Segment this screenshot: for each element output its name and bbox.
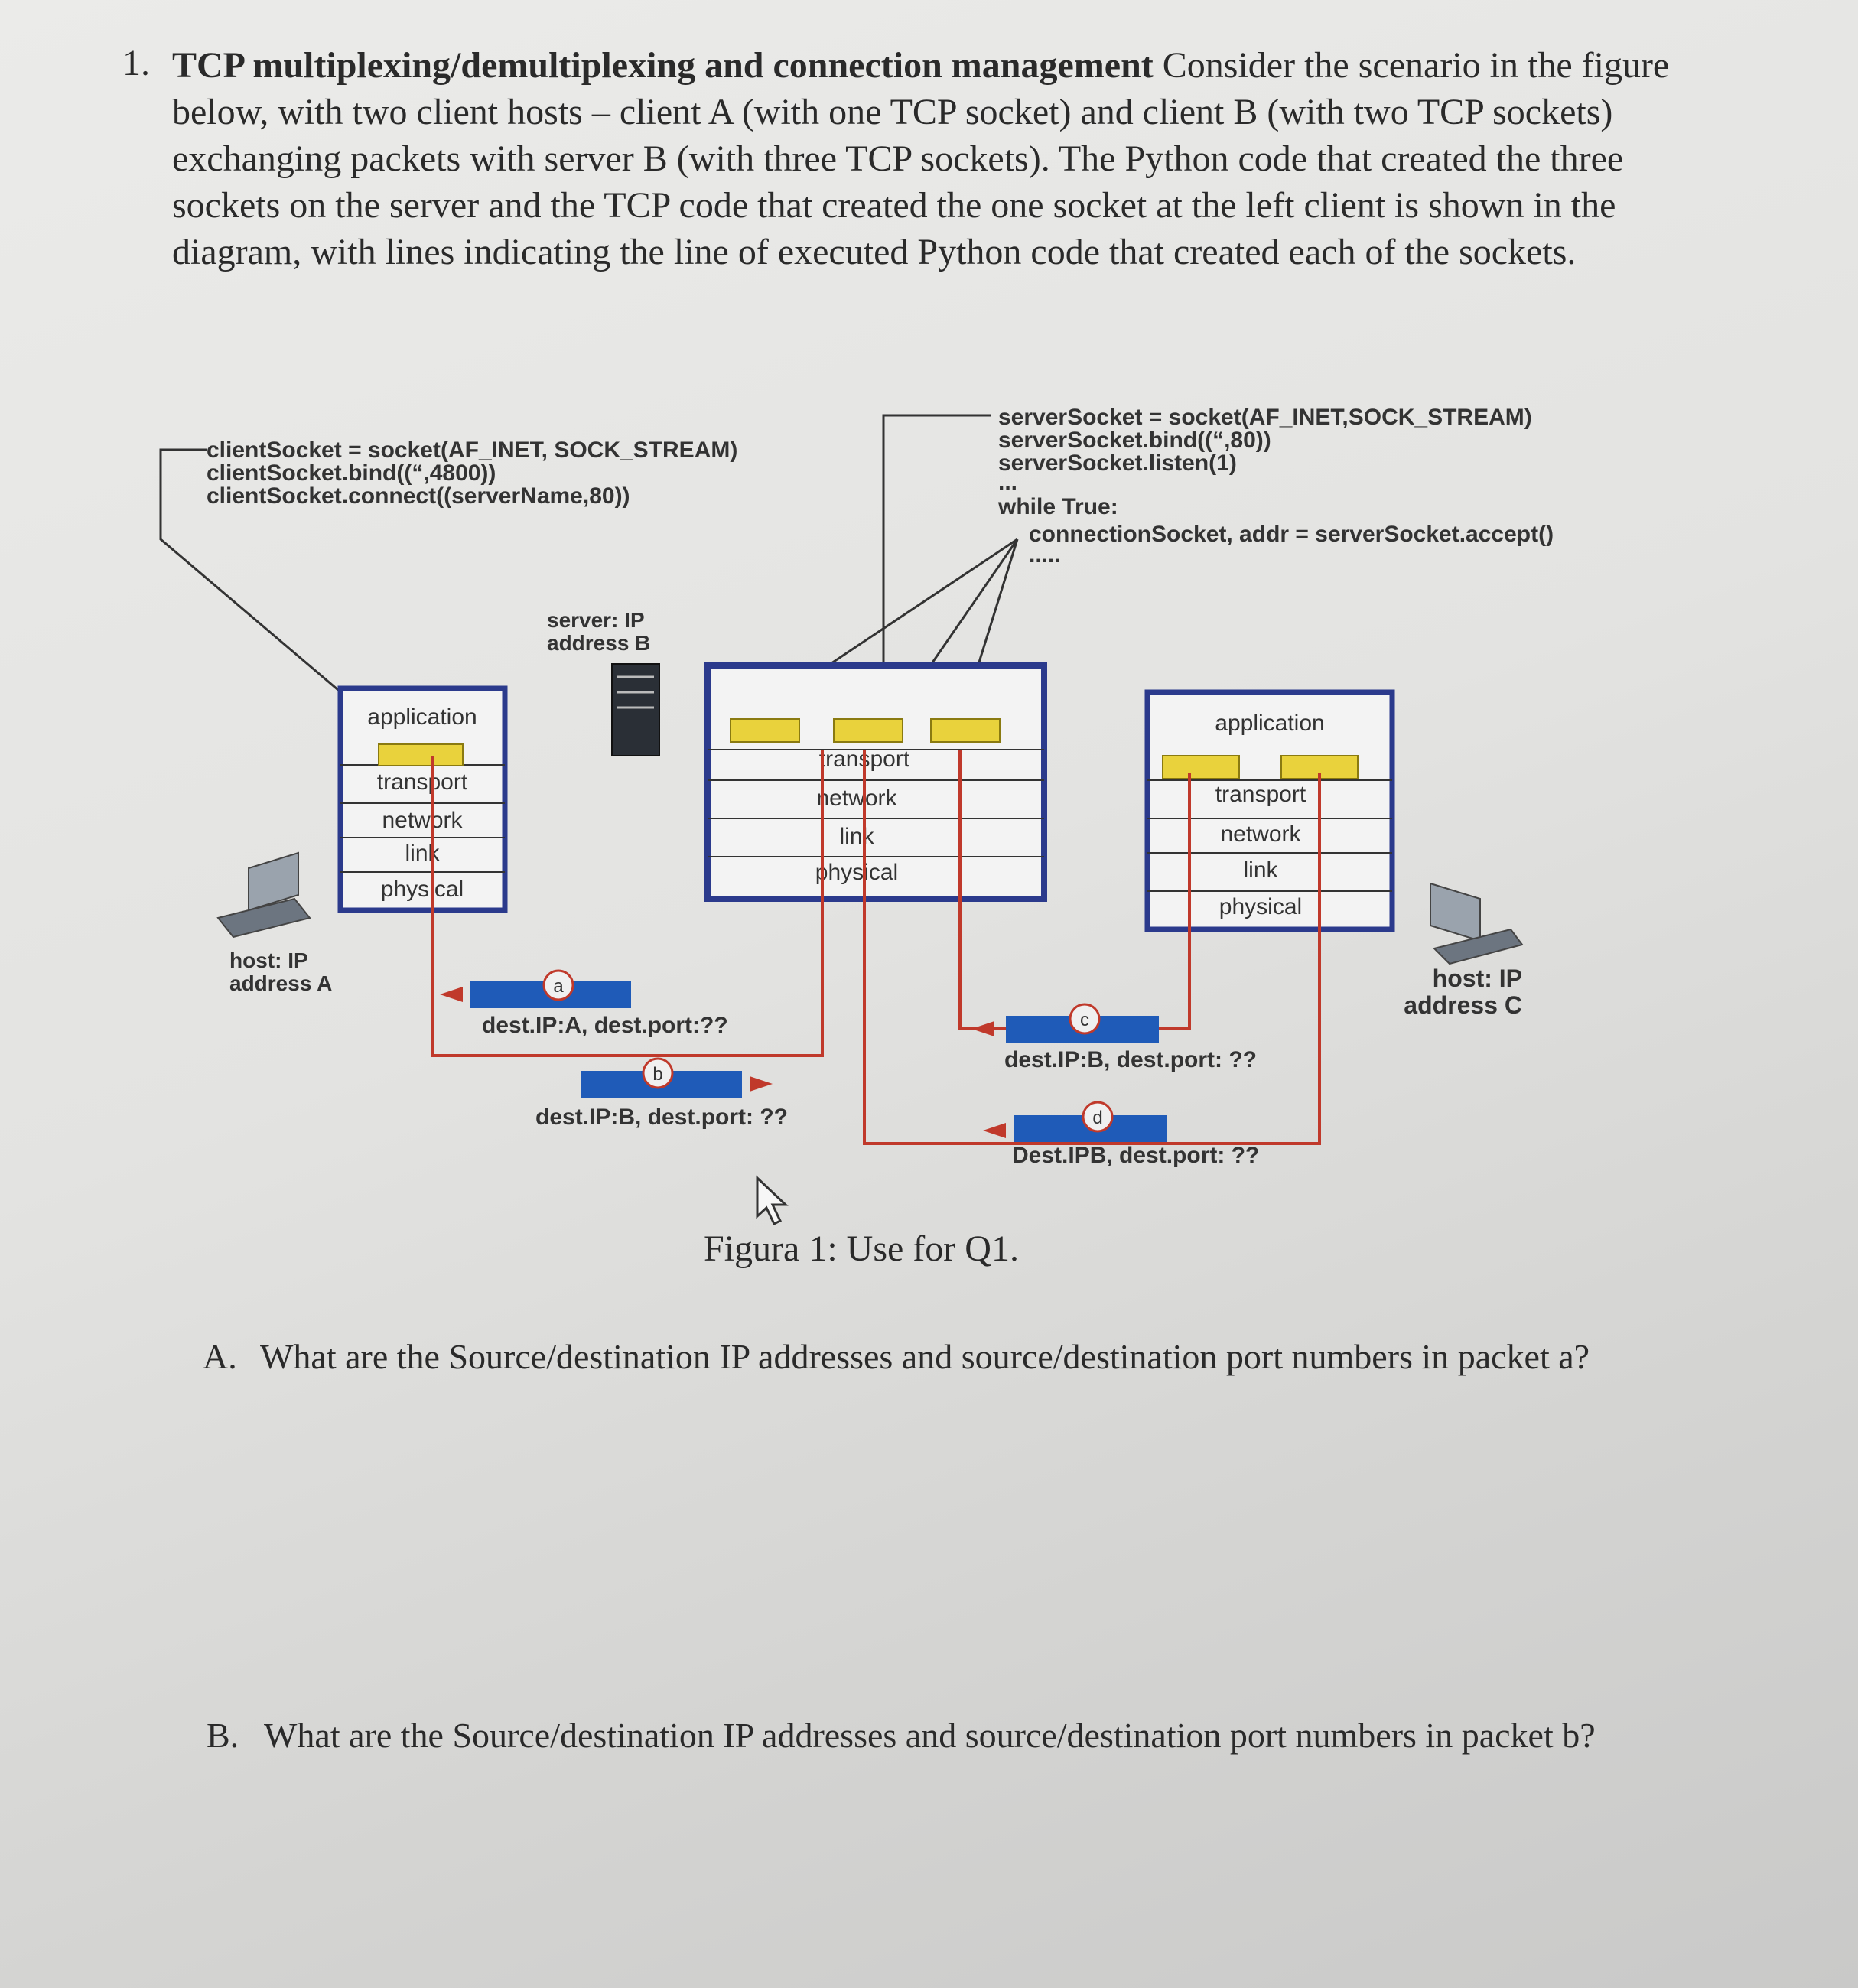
path-a-b xyxy=(431,750,824,1057)
svg-text:a: a xyxy=(553,976,564,997)
server-socket-3 xyxy=(930,718,1001,743)
svg-text:address B: address B xyxy=(547,631,650,655)
sub-question-b-letter: B. xyxy=(207,1716,239,1755)
sub-question-b-text: What are the Source/destination IP addre… xyxy=(264,1716,1596,1755)
packet-a: a dest.IP:A, dest.port:?? xyxy=(440,969,728,1038)
mouse-cursor-icon xyxy=(756,1175,789,1226)
client-c-layer-link: link xyxy=(1243,857,1278,883)
client-a-stack: application transport network link physi… xyxy=(337,685,508,913)
question-text: TCP multiplexing/demultiplexing and conn… xyxy=(172,42,1671,275)
client-a-socket xyxy=(378,743,464,766)
client-code-line-1: clientSocket = socket(AF_INET, SOCK_STRE… xyxy=(207,438,737,463)
server-label: server: IP address B xyxy=(547,608,650,655)
server-code-line-3: serverSocket.listen(1) xyxy=(998,451,1237,476)
question-number: 1. xyxy=(122,43,150,83)
sub-question-a-letter: A. xyxy=(203,1337,237,1376)
server-code: serverSocket = socket(AF_INET,SOCK_STREA… xyxy=(997,405,1554,568)
svg-text:host: IP: host: IP xyxy=(1433,965,1522,992)
client-c-layer-network: network xyxy=(1220,822,1301,847)
host-a-computer-icon xyxy=(216,851,311,939)
server-code-line-4: ... xyxy=(998,470,1017,495)
svg-text:server: IP: server: IP xyxy=(547,608,645,632)
server-code-line-2: serverSocket.bind((“,80)) xyxy=(998,428,1271,453)
svg-text:address A: address A xyxy=(229,971,332,995)
packet-c-label: dest.IP:B, dest.port: ?? xyxy=(1004,1047,1257,1072)
client-c-layer-transport: transport xyxy=(1215,782,1306,807)
client-code-line-2: clientSocket.bind((“,4800)) xyxy=(207,460,496,486)
client-c-stack: application transport network link physi… xyxy=(1144,689,1395,932)
host-c-label: host: IP address C xyxy=(1404,965,1522,1019)
client-code-leader xyxy=(159,448,364,713)
server-leader-top xyxy=(882,414,991,673)
server-socket-2 xyxy=(833,718,903,743)
figure-caption: Figura 1: Use for Q1. xyxy=(704,1228,1019,1269)
server-code-line-1: serverSocket = socket(AF_INET,SOCK_STREA… xyxy=(998,405,1532,430)
svg-text:address C: address C xyxy=(1404,991,1522,1019)
server-layer-link: link xyxy=(839,824,874,849)
server-code-line-7: ..... xyxy=(1029,542,1061,568)
packet-a-label: dest.IP:A, dest.port:?? xyxy=(482,1013,728,1038)
layer-link: link xyxy=(405,841,440,866)
question-title: TCP multiplexing/demultiplexing and conn… xyxy=(172,45,1154,86)
host-a-label: host: IP address A xyxy=(229,948,332,995)
client-c-socket-1 xyxy=(1162,755,1240,779)
question-body: Consider the scenario in the figure belo… xyxy=(172,45,1670,272)
layer-network: network xyxy=(382,808,463,833)
server-layer-physical: physical xyxy=(815,860,898,885)
server-icon xyxy=(611,663,660,756)
packet-d-label: Dest.IPB, dest.port: ?? xyxy=(1012,1143,1259,1168)
layer-application: application xyxy=(367,704,477,730)
layer-physical: physical xyxy=(381,877,464,902)
svg-text:d: d xyxy=(1092,1108,1102,1128)
server-layer-network: network xyxy=(816,786,897,811)
packet-c: c dest.IP:B, dest.port: ?? xyxy=(971,1003,1257,1072)
packet-b-label: dest.IP:B, dest.port: ?? xyxy=(535,1105,788,1130)
server-stack: transport network link physical xyxy=(704,662,1047,902)
packet-b: b dest.IP:B, dest.port: ?? xyxy=(535,1057,788,1130)
host-c-computer-icon xyxy=(1430,882,1524,965)
client-c-layer-application: application xyxy=(1215,711,1324,736)
server-code-line-6: connectionSocket, addr = serverSocket.ac… xyxy=(1029,522,1554,547)
sub-question-a-text: What are the Source/destination IP addre… xyxy=(260,1337,1590,1376)
client-code-line-3: clientSocket.connect((serverName,80)) xyxy=(207,483,630,509)
network-figure: clientSocket = socket(AF_INET, SOCK_STRE… xyxy=(159,405,1554,1168)
svg-text:b: b xyxy=(652,1064,662,1085)
svg-text:c: c xyxy=(1080,1010,1089,1030)
client-code: clientSocket = socket(AF_INET, SOCK_STRE… xyxy=(207,438,737,509)
client-c-layer-physical: physical xyxy=(1219,894,1302,919)
svg-text:host: IP: host: IP xyxy=(229,948,308,972)
layer-transport: transport xyxy=(377,769,468,795)
packet-d: d Dest.IPB, dest.port: ?? xyxy=(983,1101,1259,1168)
path-d xyxy=(863,750,1321,1145)
server-socket-1 xyxy=(730,718,800,743)
server-code-line-5: while True: xyxy=(997,494,1118,519)
